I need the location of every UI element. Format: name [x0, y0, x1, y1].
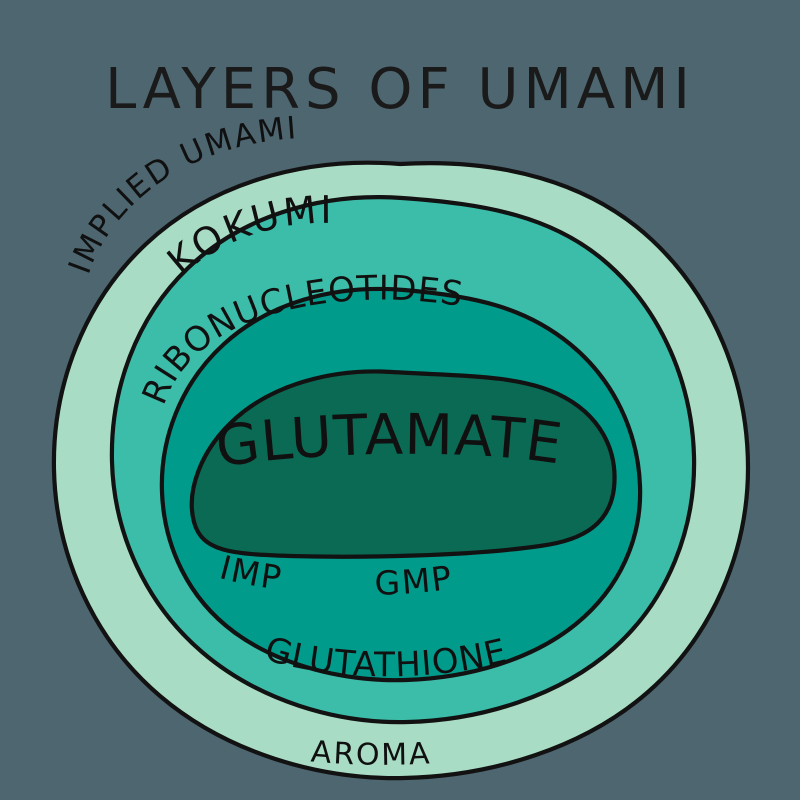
label-aroma: AROMA: [310, 735, 433, 773]
label-glutamate-text: GLUTAMATE: [212, 403, 566, 481]
page-title: LAYERS OF UMAMI: [105, 57, 695, 122]
label-gmp-text: GMP: [374, 558, 454, 603]
label-aroma-text: AROMA: [310, 735, 431, 773]
label-gmp: GMP: [374, 558, 456, 603]
label-glutamate: GLUTAMATE: [212, 403, 567, 481]
layer-glutamate-shape[interactable]: [189, 369, 617, 559]
